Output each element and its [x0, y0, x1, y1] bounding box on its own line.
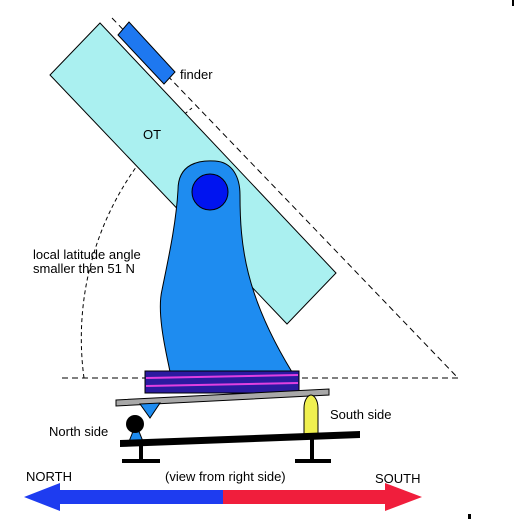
- corner-mark-bottom: [468, 514, 471, 519]
- south-support: [303, 394, 319, 435]
- mount-arm: [159, 160, 293, 373]
- feet: [122, 436, 331, 463]
- finder-scope: [117, 21, 176, 85]
- south-label: SOUTH: [375, 471, 421, 486]
- ground-bar: [120, 431, 360, 447]
- axis-knob: [191, 173, 229, 211]
- north-pivot: [126, 415, 144, 433]
- north-wedge: [139, 402, 161, 419]
- tilted-plate: [115, 388, 330, 407]
- corner-mark-right: [512, 0, 514, 6]
- mount-base: [144, 370, 300, 394]
- view-label: (view from right side): [165, 469, 286, 484]
- direction-arrow: [24, 483, 422, 511]
- finder-label: finder: [180, 67, 213, 82]
- south-arrow: [223, 483, 422, 511]
- north-arrow: [24, 483, 223, 511]
- north-label: NORTH: [26, 469, 72, 484]
- latitude-label-line1: local latitude angle: [33, 247, 141, 262]
- latitude-label-line2: smaller then 51 N: [33, 261, 135, 276]
- south-side-label: South side: [330, 407, 391, 422]
- ot-label: OT: [143, 127, 161, 142]
- north-side-label: North side: [49, 424, 108, 439]
